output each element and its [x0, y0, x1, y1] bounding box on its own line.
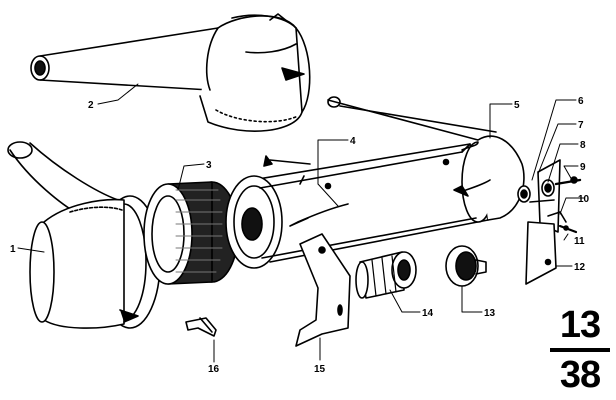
part-label-13: 13: [484, 308, 496, 319]
part-label-15: 15: [314, 364, 326, 375]
mounting-bracket-part-15: [295, 233, 351, 347]
part-number-labels: 1 2 3 4 5 6 7 8 9 10 11 12 13 14 15 16: [10, 96, 590, 375]
rubber-sleeve-part-14: [355, 251, 417, 299]
intake-housing-part-1: [7, 141, 161, 329]
part-label-10: 10: [578, 194, 590, 205]
reference-number-bottom: 38: [559, 354, 601, 396]
reference-number: 13 38: [548, 304, 612, 396]
rear-housing-part-5: [263, 96, 525, 221]
part-label-8: 8: [580, 140, 586, 151]
part-label-4: 4: [350, 136, 356, 147]
leader-lines: [17, 83, 585, 363]
part-label-12: 12: [574, 262, 586, 273]
reference-number-divider: [550, 348, 610, 352]
part-label-11: 11: [574, 236, 585, 247]
filter-element-part-3: [143, 181, 239, 285]
rear-mount-hardware: [517, 159, 582, 285]
part-label-16: 16: [208, 364, 220, 375]
part-label-5: 5: [514, 100, 520, 111]
part-label-7: 7: [578, 120, 584, 131]
clip-part-16: [185, 317, 217, 337]
part-label-6: 6: [578, 96, 584, 107]
cap-part-13: [445, 245, 487, 287]
intake-cover-part-2: [30, 13, 311, 132]
part-label-9: 9: [580, 162, 586, 173]
part-label-1: 1: [10, 244, 16, 255]
part-label-14: 14: [422, 308, 434, 319]
part-label-2: 2: [88, 100, 94, 111]
part-label-3: 3: [206, 160, 212, 171]
reference-number-top: 13: [559, 304, 601, 346]
